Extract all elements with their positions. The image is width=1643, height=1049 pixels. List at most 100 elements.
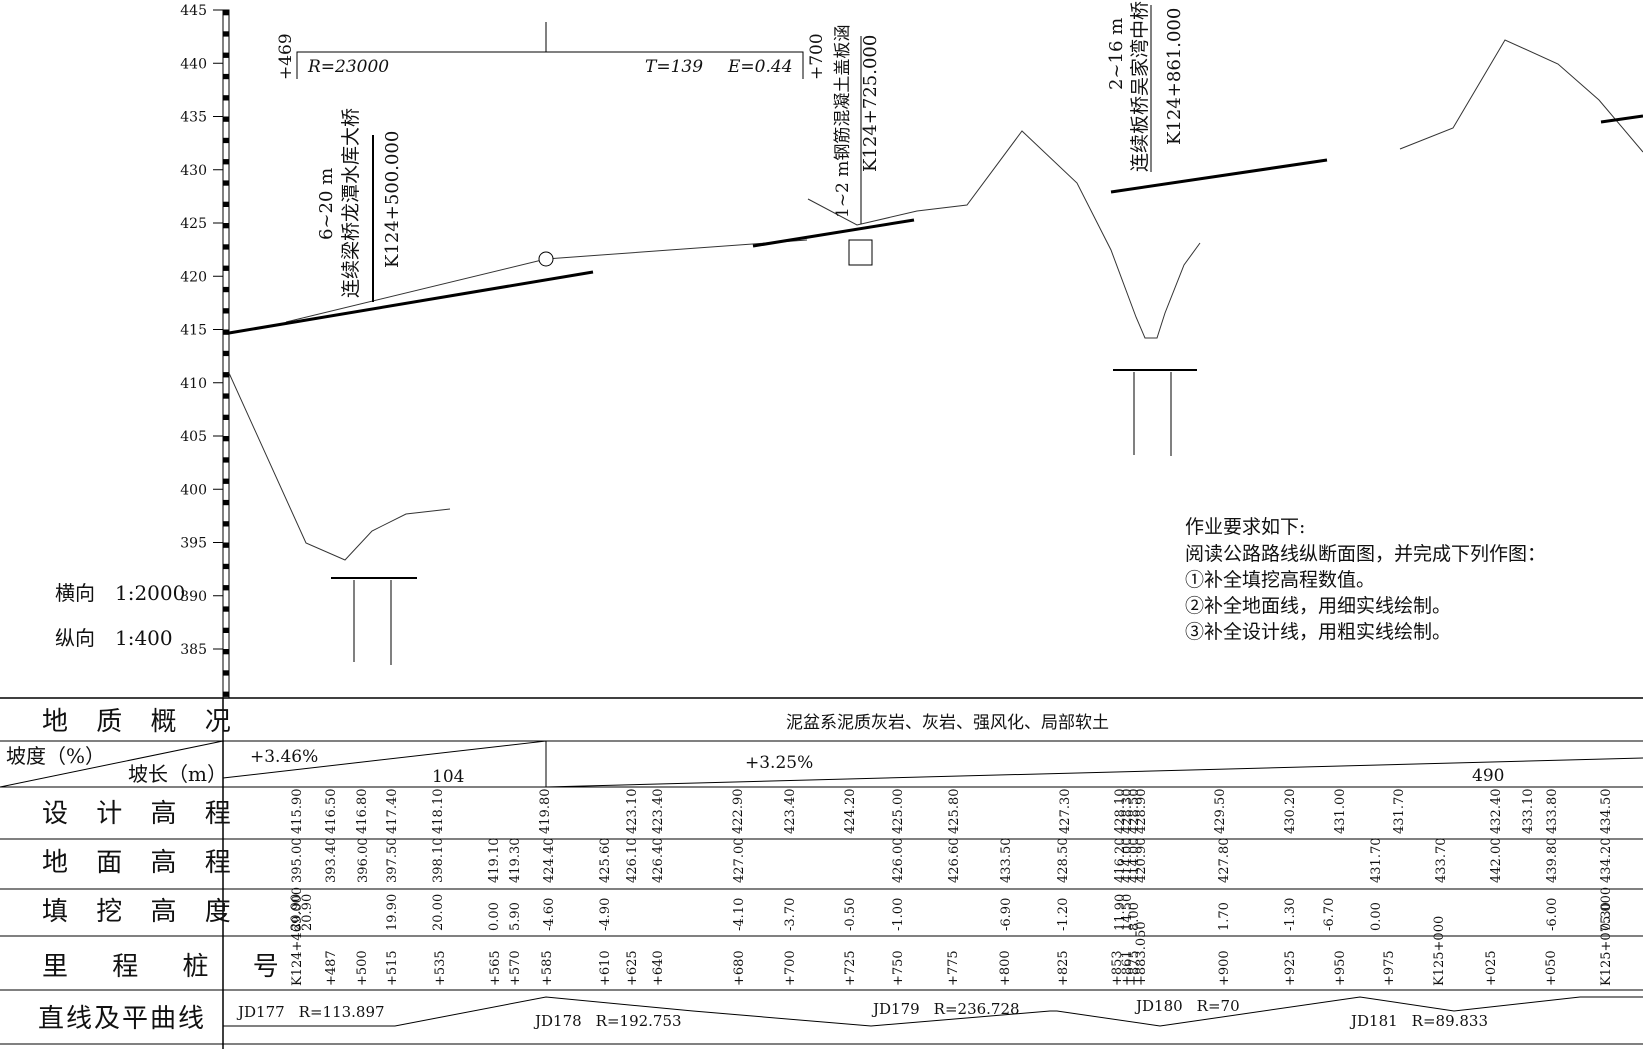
ground-elevation-value: 419.10 (487, 838, 502, 884)
y-tick-label: 395 (180, 536, 207, 552)
row-label-station: 里 程 桩 号 (42, 952, 297, 982)
design-elevation-value: 433.10 (1521, 789, 1536, 835)
vertical-curve-tangent: T=139 (645, 57, 703, 77)
design-elevation-value: 432.40 (1489, 789, 1504, 835)
station-value: +853 (1110, 950, 1125, 986)
design-elevation-value: 433.80 (1545, 789, 1560, 835)
station-value: +750 (891, 950, 906, 986)
station-value: +861 (1120, 950, 1135, 986)
ground-elevation-value: 393.40 (324, 838, 339, 884)
fill-height-value: -3.70 (783, 898, 798, 931)
row-label-ground: 地 面 高 程 (42, 848, 241, 878)
ground-elevation-value: 426.40 (651, 838, 666, 884)
ground-elevation-value: 427.80 (1217, 838, 1232, 884)
fill-height-value: 5.90 (508, 902, 523, 931)
design-elevation-value: 434.50 (1599, 789, 1614, 835)
ground-elevation-value: 419.30 (508, 838, 523, 884)
fill-height-value: -6.90 (999, 898, 1014, 931)
y-tick-label: 410 (180, 376, 207, 392)
vertical-curve-radius: R=23000 (307, 57, 389, 77)
notes-title: 作业要求如下: (1185, 516, 1305, 538)
fill-height-value: -6.00 (1545, 898, 1560, 931)
station-value: +640 (651, 950, 666, 986)
design-elevation-value: 418.10 (431, 789, 446, 835)
fill-height-value: 8.00 (1127, 902, 1142, 931)
station-value: +950 (1333, 950, 1348, 986)
station-value: +975 (1382, 950, 1397, 986)
station-value: +800 (998, 950, 1013, 986)
design-elevation-value: 425.80 (947, 789, 962, 835)
design-line (228, 114, 1643, 335)
design-elevation-value: 424.20 (843, 789, 858, 835)
fill-height-value: -6.70 (1322, 898, 1337, 931)
ground-elevation-value: 398.10 (431, 838, 446, 884)
station-value: +050 (1544, 950, 1559, 986)
fill-height-value: -1.20 (1056, 898, 1071, 931)
design-elevation-value: 416.50 (324, 789, 339, 835)
station-value: +487 (324, 950, 339, 986)
assignment-notes: 作业要求如下: 阅读公路路线纵断面图，并完成下列作图： ①补全填挖高程数值。 ②… (1185, 516, 1546, 643)
station-values: K124+469.000+487+500+515+535+565+570+585… (290, 887, 1614, 986)
station-value: +775 (946, 950, 961, 986)
station-value: +825 (1056, 950, 1071, 986)
ground-elevation-value: 425.60 (598, 838, 613, 884)
fill-height-value: -4.10 (732, 898, 747, 931)
design-elevation-value: 429.50 (1213, 789, 1228, 835)
station-value: K125+075.000 (1599, 887, 1614, 986)
fill-height-value: -0.50 (843, 898, 858, 931)
station-value: +610 (598, 950, 613, 986)
ground-line (228, 39, 1643, 561)
ground-elevation-value: 433.50 (999, 838, 1014, 884)
y-tick-label: 405 (180, 429, 207, 445)
station-value: K125+000 (1432, 916, 1447, 986)
design-elevation-value: 430.20 (1283, 789, 1298, 835)
ground-elevation-value: 395.00 (290, 838, 305, 884)
design-elevation-value: 423.40 (651, 789, 666, 835)
y-tick-label: 420 (180, 269, 207, 285)
grade-change-point (538, 251, 554, 267)
ground-elevation-value: 426.10 (625, 838, 640, 884)
station-value: +500 (355, 950, 370, 986)
profile-table (0, 697, 1643, 1049)
station-value: +565 (488, 950, 503, 986)
design-elevation-value: 431.70 (1392, 789, 1407, 835)
fill-height-value: 20.90 (300, 894, 315, 931)
design-elevation-value: 425.00 (891, 789, 906, 835)
station-value: +025 (1484, 950, 1499, 986)
culvert-station: K124+725.000 (860, 35, 881, 172)
row-label-slope: 坡度（%） (6, 744, 105, 768)
y-tick-label: 390 (180, 589, 207, 605)
station-value: +900 (1217, 950, 1232, 986)
ground-elevation-value: 426.60 (947, 838, 962, 884)
station-value: +570 (508, 950, 523, 986)
y-tick-label: 430 (180, 163, 207, 179)
horizontal-scale-label: 横向 1:2000 (55, 581, 185, 605)
station-value: +585 (540, 950, 555, 986)
vertical-curve-start: +469 (276, 33, 296, 80)
bridge-1-station: K124+500.000 (382, 131, 403, 268)
notes-line-3: ②补全地面线，用细实线绘制。 (1185, 595, 1451, 617)
design-elevation-value: 428.30 (1120, 789, 1135, 835)
bridge-3-name: 连续板桥吴家湾中桥 (1129, 1, 1151, 172)
design-elevation-value: 428.10 (1113, 789, 1128, 835)
design-elevation-value: 428.90 (1134, 789, 1149, 835)
vertical-scale-label: 纵向 1:400 (55, 626, 173, 650)
design-elevation-value: 417.40 (385, 789, 400, 835)
ground-elevation-value: 416.20 (1113, 838, 1128, 884)
ground-elevation-value: 426.00 (891, 838, 906, 884)
slope-1-grade: +3.46% (250, 747, 318, 767)
design-elevation-value: 423.40 (783, 789, 798, 835)
design-elevation-value: 416.80 (355, 789, 370, 835)
ground-elevation-value: 431.70 (1369, 838, 1384, 884)
fill-height-value: 19.90 (385, 894, 400, 931)
ground-elevation-value: 397.50 (385, 838, 400, 884)
station-value: +535 (433, 950, 448, 986)
slope-1-length: 104 (432, 767, 464, 787)
